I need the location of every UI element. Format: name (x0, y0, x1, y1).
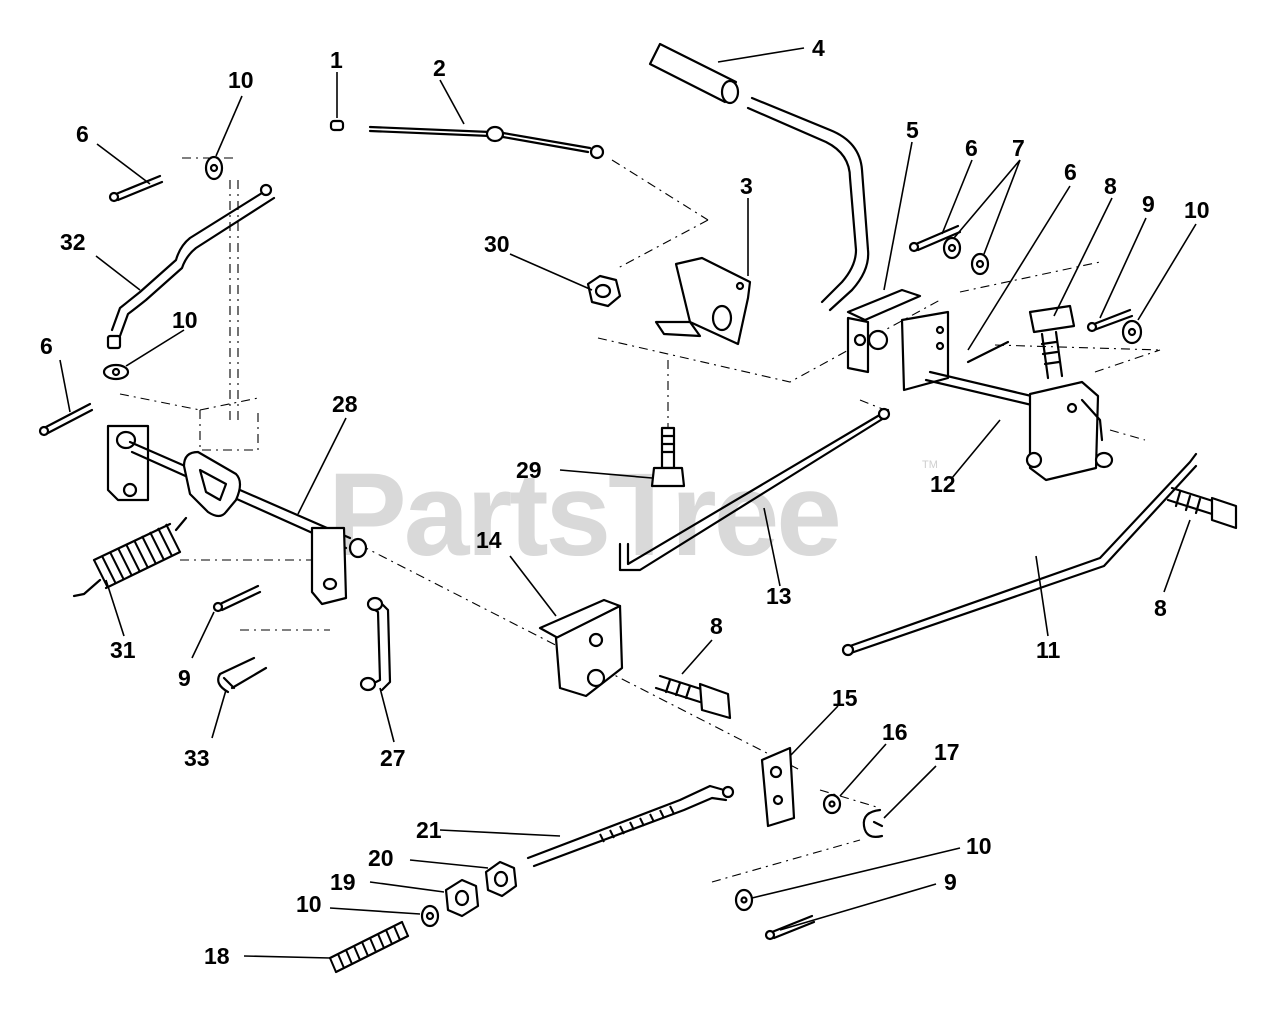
part-11-rod (841, 452, 1198, 657)
callout-33: 33 (184, 745, 210, 771)
part-8-bolt-upper (1028, 304, 1076, 380)
assembly-guide-lines (119, 157, 1161, 883)
part-31-spring (72, 516, 188, 598)
callout-4: 4 (812, 35, 825, 61)
callout-6-top-right: 6 (965, 135, 978, 161)
callout-3: 3 (740, 173, 753, 199)
callout-28: 28 (332, 391, 358, 417)
callout-1: 1 (330, 47, 343, 73)
part-13-rod (618, 407, 891, 572)
callout-17: 17 (934, 739, 960, 765)
callout-10-top-left: 10 (228, 67, 254, 93)
part-20-nut (484, 860, 518, 898)
part-10-washer-lower (420, 904, 440, 928)
part-8-bolt-right (1166, 486, 1238, 530)
part-27-link (359, 596, 392, 692)
part-10-washer-3 (1121, 319, 1143, 345)
callout-6-right: 6 (1064, 159, 1077, 185)
cotter-pins (38, 174, 1134, 941)
watermark-trademark: TM (922, 459, 938, 471)
part-21-threaded-rod (526, 784, 735, 868)
callout-10-lower-left: 10 (296, 891, 322, 917)
part-16-washer (822, 793, 842, 815)
callout-32: 32 (60, 229, 86, 255)
callout-13: 13 (766, 583, 792, 609)
callout-29: 29 (516, 457, 542, 483)
part-32-rod (106, 183, 276, 350)
callout-7: 7 (1012, 135, 1025, 161)
callout-14: 14 (476, 527, 502, 553)
part-2-rod (368, 125, 605, 160)
part-17-e-ring (862, 808, 884, 838)
part-18-spring (328, 920, 410, 974)
watermark-text: PartsTree (328, 449, 839, 581)
callout-9-upper: 9 (1142, 191, 1155, 217)
callout-21: 21 (416, 817, 442, 843)
callout-27: 27 (380, 745, 406, 771)
part-14-bracket (538, 598, 624, 698)
part-7-washers (942, 236, 990, 276)
callout-2: 2 (433, 55, 446, 81)
callout-15: 15 (832, 685, 858, 711)
part-19-nut (444, 878, 480, 918)
callout-5: 5 (906, 117, 919, 143)
callout-8-right: 8 (1154, 595, 1167, 621)
part-15-plate (760, 746, 796, 828)
callout-10-right: 10 (1184, 197, 1210, 223)
leader-lines (59, 47, 1197, 959)
part-8-bolt-lower (654, 674, 732, 720)
part-29-bolt (650, 426, 686, 488)
callout-31: 31 (110, 637, 136, 663)
callout-11: 11 (1036, 637, 1061, 663)
callout-16: 16 (882, 719, 908, 745)
callout-18: 18 (204, 943, 230, 969)
part-4-handle-grip (648, 42, 740, 105)
callout-6-left: 6 (40, 333, 53, 359)
callout-labels: 1 2 3 4 5 6 6 6 6 7 8 8 8 9 9 9 10 10 10… (40, 35, 1210, 969)
part-10-washer-2 (102, 363, 130, 381)
part-12-shaft-assembly (900, 310, 1114, 482)
callout-8-upper: 8 (1104, 173, 1117, 199)
part-3-bracket (654, 256, 752, 346)
part-30-nut (586, 274, 622, 308)
part-5-lift-handle (746, 96, 922, 374)
callout-9-left: 9 (178, 665, 191, 691)
callout-8-lower: 8 (710, 613, 723, 639)
callout-20: 20 (368, 845, 394, 871)
callout-9-lower: 9 (944, 869, 957, 895)
callout-12: 12 (930, 471, 956, 497)
watermark: PartsTree TM (328, 449, 938, 581)
callout-10-lower-right: 10 (966, 833, 992, 859)
part-28-cross-shaft (106, 424, 368, 606)
callout-6-top-left: 6 (76, 121, 89, 147)
callout-10-left: 10 (172, 307, 198, 333)
part-10-washer-1 (204, 155, 224, 181)
callout-19: 19 (330, 869, 356, 895)
part-10-washer-4 (734, 888, 754, 912)
part-1-bushing (329, 119, 345, 132)
callout-30: 30 (484, 231, 510, 257)
